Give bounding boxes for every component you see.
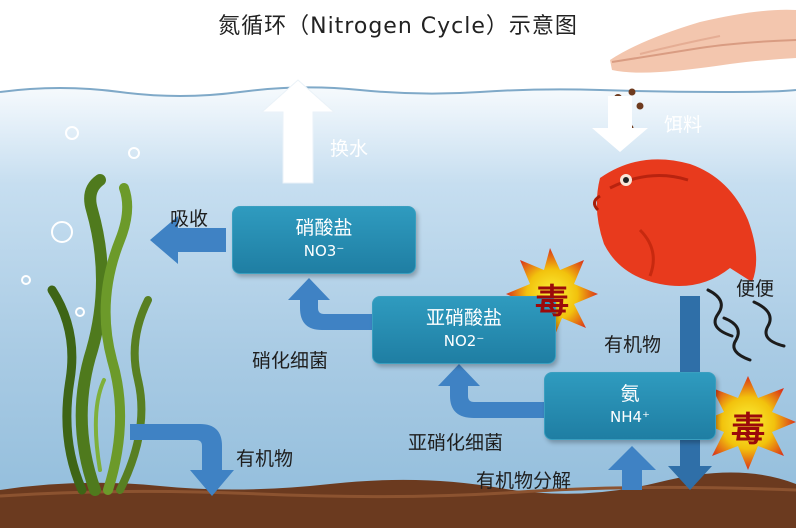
ammonia-name: 氨	[620, 383, 640, 405]
nitrite-bacteria-arrow	[438, 364, 546, 418]
absorb-label: 吸收	[170, 208, 209, 230]
feces-lines	[706, 288, 786, 362]
water-surface-line	[0, 86, 796, 97]
feed-arrow	[592, 96, 648, 152]
organic-matter-arrow	[130, 424, 234, 496]
hand-illustration	[610, 9, 796, 73]
decomposition-arrow	[608, 446, 656, 490]
bubbles	[21, 126, 140, 317]
seabed	[0, 472, 796, 528]
nitrate-formula: NO3⁻	[303, 242, 345, 260]
seaweed	[47, 174, 152, 496]
ammonia-poison-mark: 毒	[731, 410, 765, 450]
nitrate-name: 硝酸盐	[295, 217, 353, 239]
organic-matter-right-label: 有机物	[604, 334, 662, 356]
water-change-arrow	[260, 79, 336, 184]
feces-label: 便便	[736, 278, 775, 300]
nitrite-name: 亚硝酸盐	[425, 307, 502, 329]
ammonia-formula: NH4⁺	[610, 408, 650, 426]
nitrifying-bacteria-label: 硝化细菌	[252, 350, 329, 372]
feed-label: 饵料	[664, 114, 703, 136]
ammonia-poison-burst	[700, 376, 796, 470]
diagram-title: 氮循环（Nitrogen Cycle）示意图	[218, 14, 578, 39]
absorb-arrow	[150, 216, 226, 264]
nitrite-formula: NO2⁻	[443, 332, 485, 350]
organic-matter-left-label: 有机物	[236, 448, 294, 470]
ammonia-box: 氨 NH4⁺	[544, 372, 716, 440]
nitrite-poison-mark: 毒	[535, 282, 569, 322]
fish-illustration	[593, 159, 757, 286]
nitrite-bacteria-label: 亚硝化细菌	[408, 432, 504, 454]
nitrate-box: 硝酸盐 NO3⁻	[232, 206, 416, 274]
decomposition-label: 有机物分解	[476, 470, 572, 492]
nitrifying-arrow	[288, 278, 372, 330]
water-change-label: 换水	[330, 138, 369, 160]
nitrite-box: 亚硝酸盐 NO2⁻	[372, 296, 556, 364]
